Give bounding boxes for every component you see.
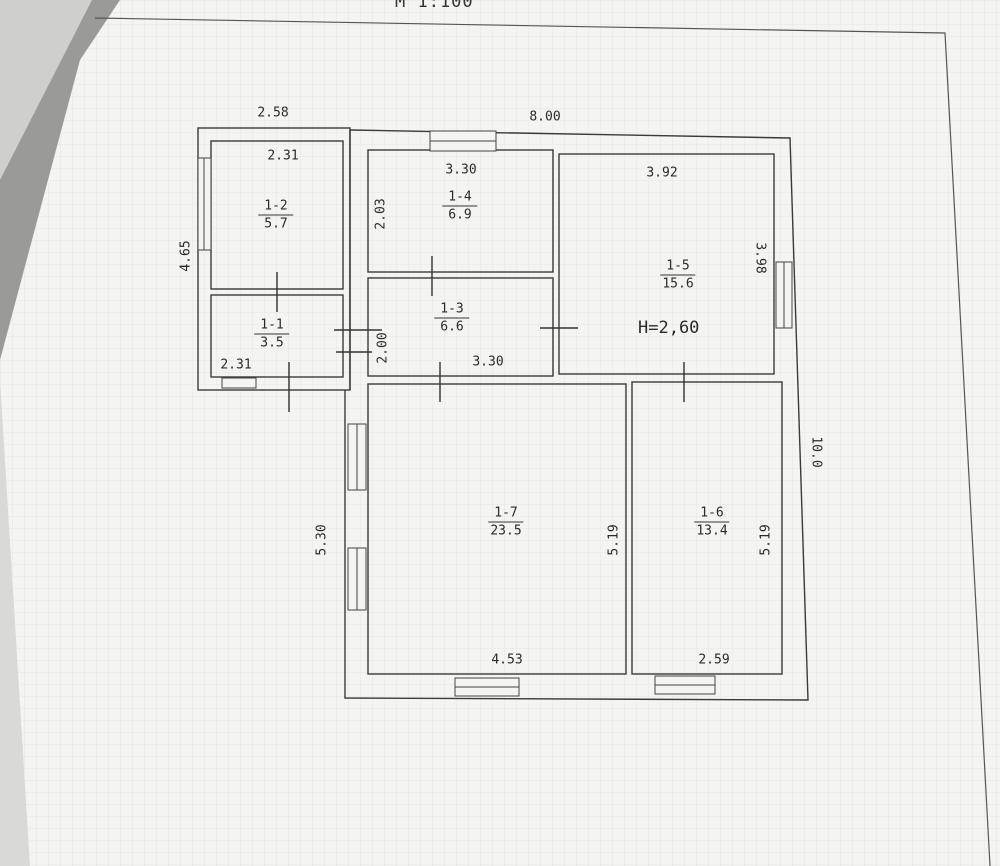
dim-lower-left-height: 5.30 [314,524,330,556]
room-number: 1-2 [258,199,294,216]
room-1-6: 1-6 13.4 [694,506,730,539]
room-number: 1-3 [434,302,470,319]
doors [276,256,685,412]
room-1-7: 1-7 23.5 [488,506,524,539]
dim-room-1-4-width: 3.30 [445,162,477,178]
scale-label: М 1:100 [395,0,474,12]
dim-room-1-3-width: 3.30 [472,354,504,370]
dim-room-1-4-height: 2.03 [373,198,389,230]
dim-room-1-1-width: 2.31 [220,357,252,373]
room-number: 1-7 [488,506,524,523]
room-1-1: 1-1 3.5 [254,318,290,351]
room-number: 1-1 [254,318,290,335]
room-1-2: 1-2 5.7 [258,199,294,232]
dim-room-1-3-height: 2.00 [375,332,391,364]
room-area: 6.6 [440,319,464,335]
sheet-frame [94,17,991,866]
windows [197,130,793,697]
room-1-4: 1-4 6.9 [442,190,478,223]
dim-room-1-5-height: 3.98 [752,242,768,274]
dim-top-left-block: 2.58 [257,105,289,121]
room-1-5: 1-5 15.6 [660,259,696,292]
dim-room-1-2-width: 2.31 [267,148,299,164]
room-number: 1-6 [694,506,730,523]
room-area: 5.7 [264,216,288,232]
room-number: 1-4 [442,190,478,207]
dim-room-1-6-height: 5.19 [758,524,774,556]
dim-room-1-5-width: 3.92 [646,165,678,181]
room-number: 1-5 [660,259,696,276]
room-area: 23.5 [490,523,522,539]
dim-room-1-6-width: 2.59 [698,652,730,668]
room-1-3: 1-3 6.6 [434,302,470,335]
dim-overall-height: 10.0 [808,436,824,468]
dim-room-1-7-height: 5.19 [606,524,622,556]
room-area: 15.6 [662,276,694,292]
dim-room-1-7-width: 4.53 [491,652,523,668]
ceiling-height-note: H=2,60 [638,318,700,338]
dim-top-overall: 8.00 [529,109,561,125]
room-area: 6.9 [448,207,472,223]
dim-left-block-height: 4.65 [178,240,194,272]
room-area: 13.4 [696,523,728,539]
room-area: 3.5 [260,335,284,351]
